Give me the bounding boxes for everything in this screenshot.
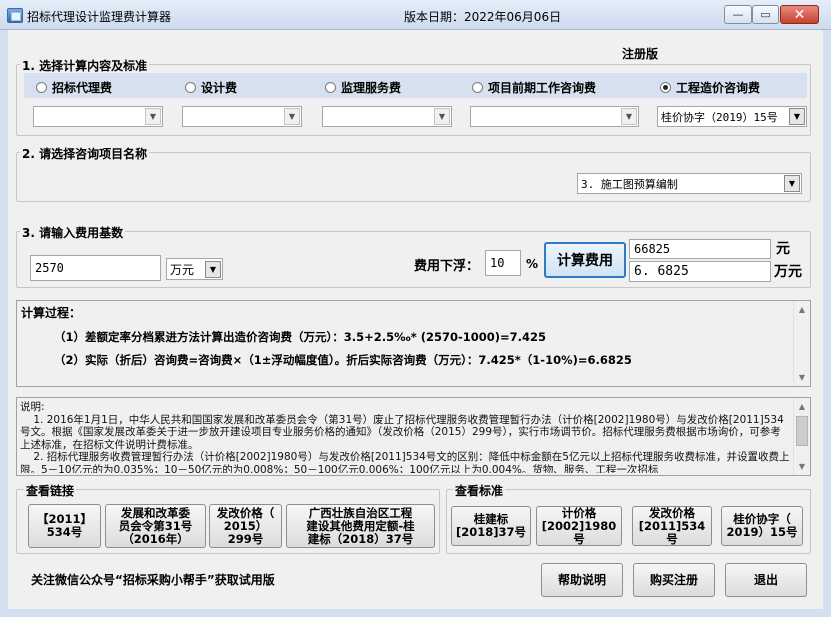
unit-yuan-label: 元	[776, 241, 790, 257]
section1-title: 1. 选择计算内容及标准	[20, 57, 150, 74]
process-line-2: （2）实际（折后）咨询费=咨询费×（1±浮动幅度值）。折后实际咨询费（万元）：7…	[54, 353, 632, 367]
calc-process-pane[interactable]: ▲ ▼	[16, 300, 811, 387]
radio-dot	[185, 82, 196, 93]
radio-agency-fee[interactable]: 招标代理费	[36, 79, 112, 96]
radio-label: 设计费	[201, 81, 238, 95]
process-scrollbar[interactable]: ▲ ▼	[793, 301, 810, 386]
window-frame-bottom	[0, 609, 831, 617]
standard-2018-37-button[interactable]: 桂建标 [2018]37号	[451, 506, 531, 546]
process-line-1: （1）差额定率分档累进方法计算出造价咨询费（万元）：3.5+2.5‰* (257…	[54, 330, 547, 344]
design-standard-select[interactable]: ▼	[182, 106, 302, 127]
link-order-31-button[interactable]: 发展和改革委 员会令第31号 （2016年）	[105, 504, 206, 548]
radio-cost-consulting-fee[interactable]: 工程造价咨询费	[660, 79, 760, 96]
radio-bar	[24, 73, 807, 98]
standard-2011-534-button[interactable]: 发改价格 [2011]534号	[632, 506, 712, 546]
radio-preliminary-consulting-fee[interactable]: 项目前期工作咨询费	[472, 79, 596, 96]
scroll-up-icon[interactable]: ▲	[798, 305, 806, 314]
section3-title: 3. 请输入费用基数	[20, 224, 126, 241]
select-value: 万元	[170, 262, 195, 277]
consulting-item-select[interactable]: 3. 施工图预算编制 ▼	[577, 173, 802, 194]
scroll-down-icon[interactable]: ▼	[798, 462, 806, 471]
title-bar[interactable]	[0, 0, 831, 30]
radio-dot	[325, 82, 336, 93]
window-frame-left	[0, 30, 8, 617]
agency-standard-select[interactable]: ▼	[33, 106, 163, 127]
standard-2002-1980-button[interactable]: 计价格 [2002]1980号	[536, 506, 622, 546]
chevron-down-icon[interactable]: ▼	[621, 108, 637, 125]
result-wan-field[interactable]: 6. 6825	[629, 261, 771, 282]
select-value: 3. 施工图预算编制	[581, 177, 678, 191]
project-name-group	[16, 152, 811, 202]
app-icon	[7, 8, 23, 23]
cost-standard-select[interactable]: 桂价协字（2019）15号 ▼	[657, 106, 807, 127]
section2-title: 2. 请选择咨询项目名称	[20, 145, 150, 162]
close-button[interactable]: ✕	[780, 5, 819, 24]
window-title: 招标代理设计监理费计算器	[27, 10, 172, 24]
purchase-register-button[interactable]: 购买注册	[633, 563, 715, 597]
fee-base-group	[16, 231, 811, 288]
edition-label: 注册版	[622, 47, 659, 61]
fee-base-input[interactable]: 2570	[30, 255, 161, 281]
link-2015-299-button[interactable]: 发改价格（ 2015） 299号	[209, 504, 282, 548]
maximize-button[interactable]: ▭	[752, 5, 779, 24]
radio-dot-selected	[660, 82, 671, 93]
chevron-down-icon[interactable]: ▼	[145, 108, 161, 125]
minimize-button[interactable]: —	[724, 5, 752, 24]
notes-pane[interactable]: ▲ ▼	[16, 397, 811, 476]
chevron-down-icon[interactable]: ▼	[284, 108, 300, 125]
radio-dot	[36, 82, 47, 93]
notes-scrollbar[interactable]: ▲ ▼	[793, 398, 810, 475]
radio-supervision-fee[interactable]: 监理服务费	[325, 79, 401, 96]
supervision-standard-select[interactable]: ▼	[322, 106, 452, 127]
scroll-thumb[interactable]	[796, 416, 808, 446]
radio-label: 项目前期工作咨询费	[488, 81, 597, 95]
discount-input[interactable]: 10	[485, 250, 521, 276]
preliminary-standard-select[interactable]: ▼	[470, 106, 639, 127]
scroll-down-icon[interactable]: ▼	[798, 373, 806, 382]
calculate-fee-button[interactable]: 计算费用	[544, 242, 626, 278]
scroll-up-icon[interactable]: ▲	[798, 402, 806, 411]
wechat-promo-text: 关注微信公众号“招标采购小帮手”获取试用版	[31, 573, 275, 587]
link-2011-534-button[interactable]: 【2011】 534号	[28, 504, 101, 548]
discount-label: 费用下浮：	[414, 259, 480, 274]
standards-title: 查看标准	[453, 482, 506, 499]
chevron-down-icon[interactable]: ▼	[789, 108, 805, 125]
radio-design-fee[interactable]: 设计费	[185, 79, 237, 96]
standard-2019-15-button[interactable]: 桂价协字（ 2019）15号	[721, 506, 803, 546]
window-frame-right	[823, 30, 831, 617]
chevron-down-icon[interactable]: ▼	[784, 175, 800, 192]
links-title: 查看链接	[24, 482, 77, 499]
chevron-down-icon[interactable]: ▼	[205, 260, 221, 278]
exit-button[interactable]: 退出	[725, 563, 807, 597]
version-date-label: 版本日期：2022年06月06日	[404, 10, 562, 24]
help-button[interactable]: 帮助说明	[541, 563, 623, 597]
calc-content-group	[16, 64, 811, 136]
unit-wan-label: 万元	[774, 264, 802, 280]
radio-label: 招标代理费	[52, 81, 113, 95]
unit-select[interactable]: 万元 ▼	[166, 258, 223, 280]
radio-label: 监理服务费	[341, 81, 402, 95]
percent-sign: %	[526, 257, 539, 271]
result-yuan-field[interactable]: 66825	[629, 239, 771, 259]
radio-dot	[472, 82, 483, 93]
standards-group	[446, 489, 811, 554]
links-group	[16, 489, 440, 554]
select-value: 桂价协字（2019）15号	[661, 110, 778, 124]
radio-label: 工程造价咨询费	[676, 81, 761, 95]
link-guangxi-2018-37-button[interactable]: 广西壮族自治区工程 建设其他费用定额-桂 建标（2018）37号	[286, 504, 435, 548]
chevron-down-icon[interactable]: ▼	[434, 108, 450, 125]
process-title: 计算过程：	[21, 306, 82, 320]
notes-text: 说明: 1. 2016年1月1日，中华人民共和国国家发展和改革委员会令（第31号…	[20, 401, 790, 473]
